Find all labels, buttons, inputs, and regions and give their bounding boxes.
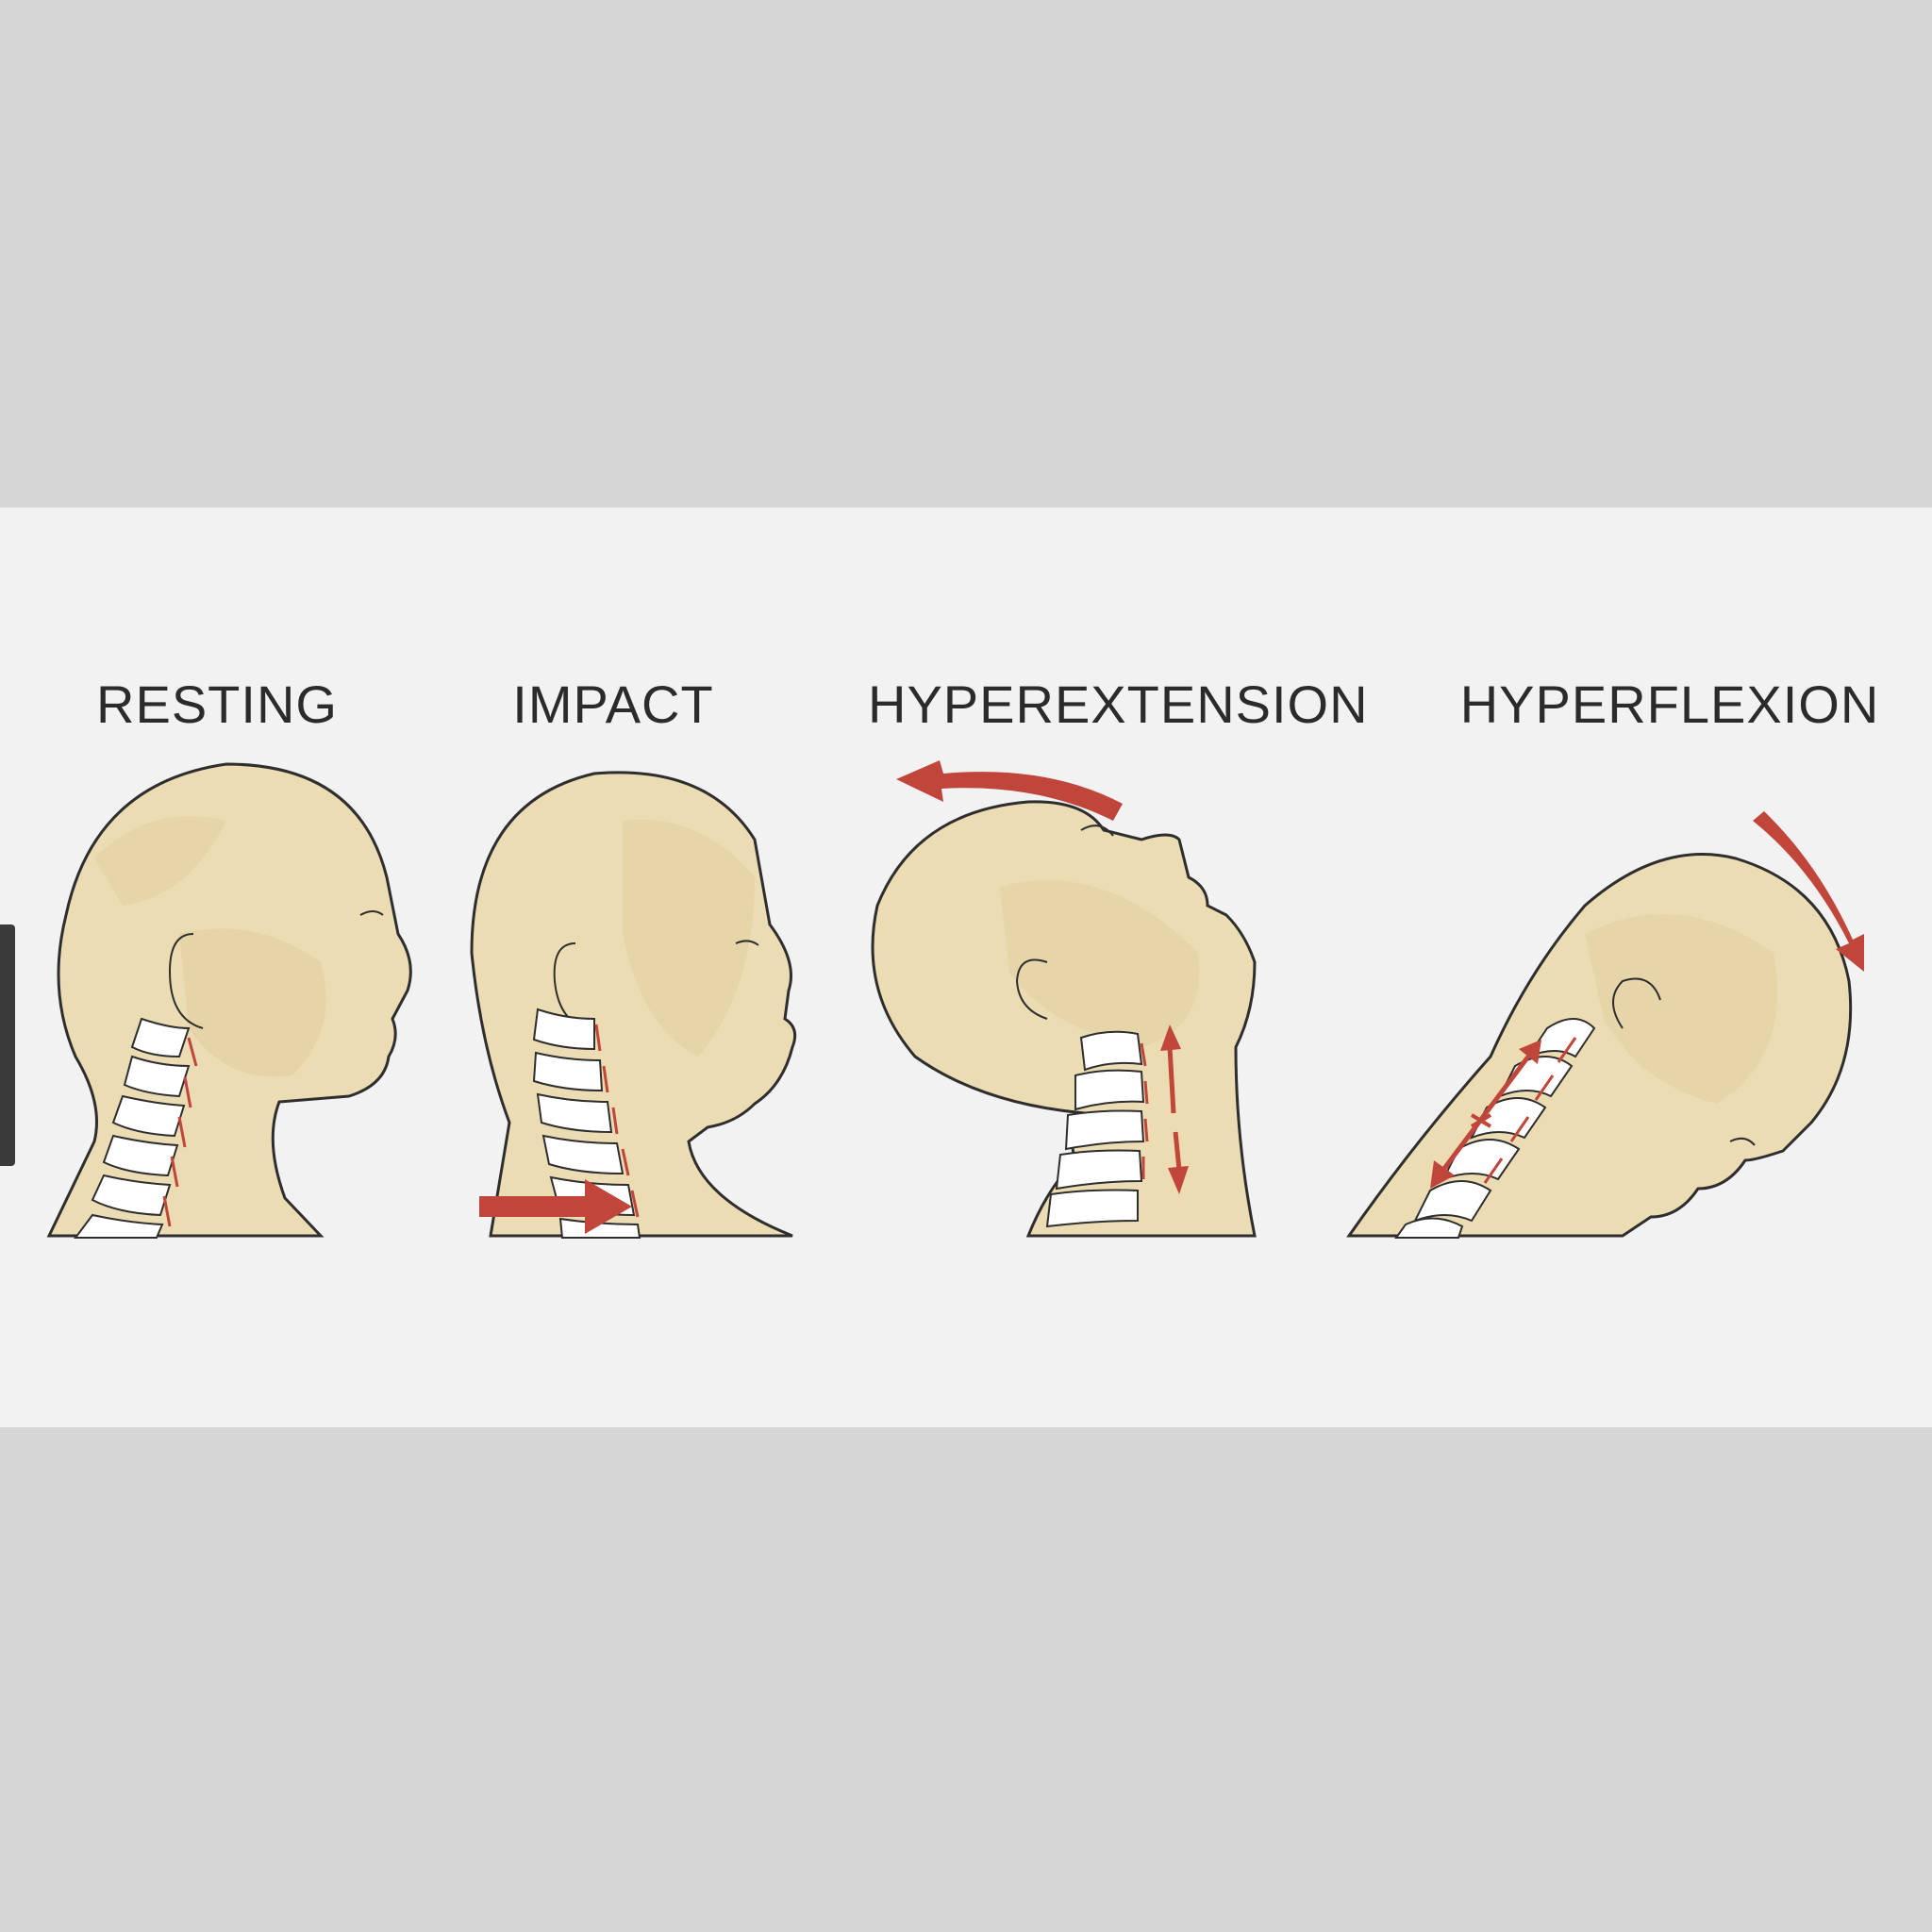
hyperextension-figure [871, 760, 1257, 1238]
impact-figure [470, 771, 797, 1239]
label-resting: RESTING [96, 675, 338, 734]
impact-arrow-icon [479, 1179, 632, 1234]
stretch-arrow-icon [1160, 1024, 1189, 1194]
rotation-arrow-icon [896, 760, 1123, 821]
hyperflexion-figure [1346, 811, 1864, 1239]
label-hyperextension: HYPEREXTENSION [868, 675, 1369, 734]
resting-figure [46, 762, 412, 1239]
label-impact: IMPACT [512, 675, 714, 734]
side-panel-handle[interactable] [0, 924, 15, 1166]
label-hyperflexion: HYPERFLEXION [1459, 675, 1880, 734]
cervical-spine [1045, 1030, 1145, 1228]
head-neck-outline [1346, 853, 1853, 1238]
cervical-spine [74, 1017, 191, 1239]
ear-icon [168, 933, 204, 1029]
ear-icon [1612, 977, 1661, 1029]
ear-icon [1015, 958, 1048, 1020]
stretch-arrow-icon [1430, 1040, 1541, 1189]
rotation-arrow-icon [1753, 811, 1864, 972]
